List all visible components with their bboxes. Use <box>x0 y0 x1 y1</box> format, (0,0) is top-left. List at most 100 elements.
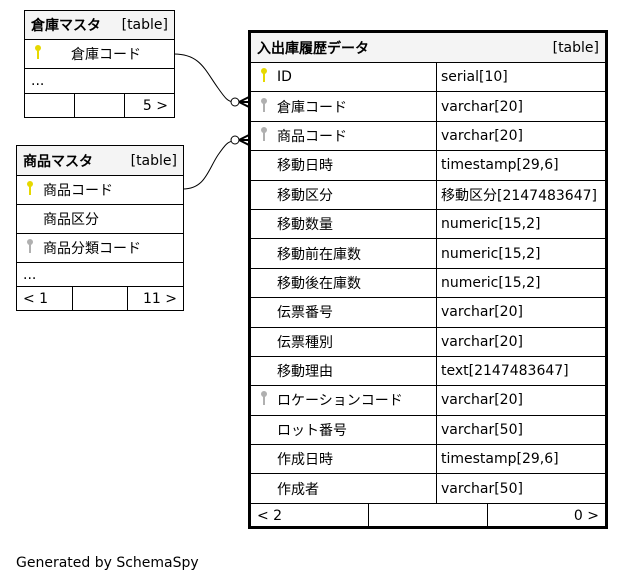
column-name-cell: ID <box>251 63 436 91</box>
column-name: ID <box>277 69 292 86</box>
column-row[interactable]: 移動区分 移動区分[2147483647] <box>251 180 605 210</box>
column-type: varchar[20] <box>436 327 523 356</box>
spacer <box>368 503 486 528</box>
column-name-cell: 移動後在庫数 <box>251 269 436 297</box>
column-type: varchar[20] <box>436 386 523 415</box>
column-name-cell: 商品コード <box>251 122 436 150</box>
column-row[interactable]: 移動数量 numeric[15,2] <box>251 209 605 240</box>
column-name-cell: 移動日時 <box>251 151 436 179</box>
column-name-cell: ロケーションコード <box>251 386 436 414</box>
column-row[interactable]: ID serial[10] <box>251 63 605 93</box>
parent-count[interactable] <box>25 94 74 117</box>
relation-product-history <box>182 140 235 190</box>
optional-circle-icon <box>230 135 240 145</box>
primary-key-icon <box>23 180 37 200</box>
child-count[interactable]: 11 > <box>127 287 183 310</box>
spacer <box>74 94 124 117</box>
column-name: 商品区分 <box>43 212 99 228</box>
parent-count[interactable]: < 2 <box>257 507 283 524</box>
column-row[interactable]: 商品区分 <box>17 205 183 234</box>
child-count[interactable]: 0 > <box>486 503 605 528</box>
column-name-cell: 倉庫コード <box>251 92 436 120</box>
table-footer: 5 > <box>25 94 174 117</box>
column-name-cell: 商品区分 <box>17 205 99 233</box>
foreign-key-icon <box>257 390 271 410</box>
table-kind: [table] <box>130 152 177 169</box>
column-name-cell: 移動区分 <box>251 181 436 209</box>
table-kind: [table] <box>552 39 599 56</box>
column-type: numeric[15,2] <box>436 209 540 239</box>
column-type: timestamp[29,6] <box>436 445 559 474</box>
column-name: 商品コード <box>43 183 113 199</box>
column-name-cell: 商品コード <box>17 176 113 204</box>
column-type: numeric[15,2] <box>436 239 540 268</box>
ellipsis-text: ... <box>23 266 37 283</box>
foreign-key-icon <box>257 97 271 117</box>
crowfoot-icon <box>238 134 250 146</box>
column-name: ロット番号 <box>277 422 347 439</box>
more-columns[interactable]: ... <box>25 69 174 94</box>
column-type: text[2147483647] <box>436 356 569 386</box>
table-footer: < 2 0 > <box>251 503 605 528</box>
column-name-cell: ロット番号 <box>251 416 436 444</box>
column-row[interactable]: 商品コード <box>17 176 183 205</box>
foreign-key-icon <box>257 126 271 146</box>
column-name: 移動数量 <box>277 217 333 234</box>
column-name: 伝票種別 <box>277 334 333 351</box>
table-name: 入出庫履歴データ <box>257 40 369 57</box>
column-row[interactable]: 伝票種別 varchar[20] <box>251 327 605 357</box>
table-header: 入出庫履歴データ [table] <box>251 33 605 63</box>
column-name: 商品コード <box>277 128 347 145</box>
column-type: numeric[15,2] <box>436 268 540 298</box>
spacer <box>71 287 128 310</box>
column-type: varchar[50] <box>436 415 523 445</box>
table-product-master[interactable]: 商品マスタ[table] 商品コード商品区分商品分類コード... < 1 11 > <box>16 145 184 311</box>
table-header: 商品マスタ[table] <box>17 146 183 176</box>
column-name: 倉庫コード <box>277 99 347 116</box>
column-name-cell: 商品分類コード <box>17 234 141 262</box>
column-name-cell: 倉庫コード <box>25 40 141 68</box>
column-name-cell: 移動理由 <box>251 357 436 385</box>
column-name-cell: 移動前在庫数 <box>251 239 436 267</box>
column-type: serial[10] <box>436 63 508 92</box>
table-header: 倉庫マスタ[table] <box>25 11 174 40</box>
column-row[interactable]: 倉庫コード varchar[20] <box>251 92 605 122</box>
relation-warehouse-history <box>173 53 235 103</box>
column-type: varchar[20] <box>436 92 523 121</box>
column-type: 移動区分[2147483647] <box>436 180 597 209</box>
generated-by-label: Generated by SchemaSpy <box>16 555 199 571</box>
column-name: 商品分類コード <box>43 241 141 257</box>
column-name-cell: 作成日時 <box>251 445 436 473</box>
child-count[interactable]: 5 > <box>124 94 174 117</box>
column-name-cell: 移動数量 <box>251 210 436 238</box>
column-type: varchar[50] <box>436 474 523 503</box>
column-row[interactable]: 商品分類コード <box>17 234 183 263</box>
column-row[interactable]: 倉庫コード <box>25 40 174 69</box>
parent-count[interactable]: < 1 <box>23 290 49 307</box>
column-name: 移動区分 <box>277 187 333 204</box>
table-kind: [table] <box>121 17 168 33</box>
foreign-key-icon <box>23 238 37 258</box>
column-name: 作成日時 <box>277 452 333 469</box>
table-warehouse-master[interactable]: 倉庫マスタ[table]倉庫コード... 5 > <box>24 10 175 118</box>
optional-circle-icon <box>230 97 240 107</box>
column-type: timestamp[29,6] <box>436 151 559 180</box>
column-type: varchar[20] <box>436 298 523 327</box>
ellipsis-text: ... <box>31 73 45 89</box>
column-row[interactable]: 作成日時 timestamp[29,6] <box>251 445 605 475</box>
more-columns[interactable]: ... <box>17 263 183 287</box>
table-stock-history[interactable]: 入出庫履歴データ [table] ID serial[10] 倉庫コード varchar[… <box>248 30 608 529</box>
column-row[interactable]: ロット番号 varchar[50] <box>251 415 605 446</box>
column-name-cell: 作成者 <box>251 474 436 502</box>
primary-key-icon <box>257 67 271 87</box>
